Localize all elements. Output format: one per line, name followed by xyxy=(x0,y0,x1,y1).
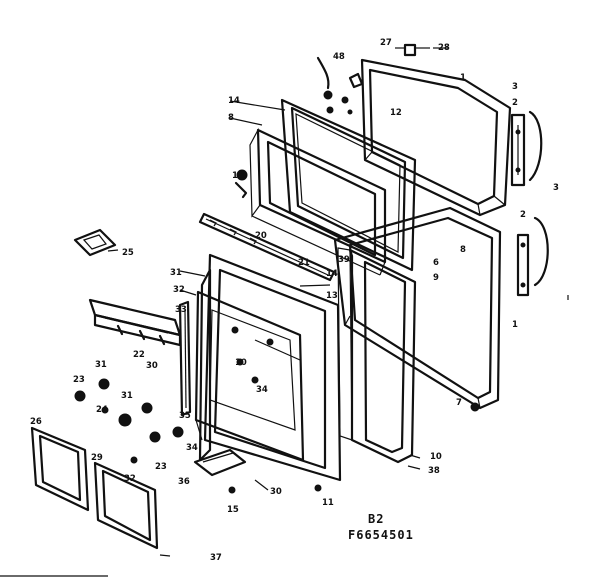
door-rail-strip xyxy=(198,212,336,282)
callout-36: 36 xyxy=(178,477,190,487)
callout-2: 2 xyxy=(512,98,518,108)
fresh-food-door-gasket xyxy=(337,247,417,464)
callout-23: 23 xyxy=(73,375,85,385)
fresh-food-outer-door-panel xyxy=(333,206,502,410)
callout-8: 8 xyxy=(228,113,234,123)
callout-26: 26 xyxy=(30,417,42,427)
butter-compartment-door xyxy=(73,228,117,257)
bottom-gasket-frame-right xyxy=(93,461,159,550)
callout-8: 8 xyxy=(460,245,466,255)
callout-28: 28 xyxy=(438,43,450,53)
callout-33: 33 xyxy=(175,305,187,315)
lower-small-hardware xyxy=(74,376,480,494)
callout-23: 23 xyxy=(155,462,167,472)
leader-lines xyxy=(107,47,448,557)
callout-3: 3 xyxy=(512,82,518,92)
callout-30: 30 xyxy=(146,361,158,371)
callout-14: 14 xyxy=(326,269,338,279)
callout-32: 32 xyxy=(124,474,136,484)
callout-11: 11 xyxy=(322,498,334,508)
section-label: B2 xyxy=(368,512,385,526)
callout-18: 18 xyxy=(232,171,244,181)
lower-hinge-bracket xyxy=(516,216,549,297)
callout-31: 31 xyxy=(170,268,182,278)
callout-15: 15 xyxy=(227,505,239,515)
callout-1: 1 xyxy=(512,320,518,330)
freezer-outer-door-panel xyxy=(360,58,512,217)
callout-24: 24 xyxy=(96,405,108,415)
callout-labels: 27 28 48 1 3 2 14 12 8 18 20 3 2 1 8 9 6… xyxy=(30,38,559,563)
callout-48: 48 xyxy=(333,52,345,62)
callout-10: 10 xyxy=(430,452,442,462)
freezer-door-gasket xyxy=(280,98,417,272)
callout-3: 3 xyxy=(553,183,559,193)
door-cover-piece xyxy=(193,448,247,477)
callout-38: 38 xyxy=(428,466,440,476)
callout-14: 14 xyxy=(228,96,240,106)
upper-small-hardware xyxy=(234,43,430,199)
callout-21: 21 xyxy=(298,258,310,268)
callout-37: 37 xyxy=(210,553,222,563)
bottom-gasket-frame-left xyxy=(30,426,90,512)
callout-31: 31 xyxy=(121,391,133,401)
callout-27: 27 xyxy=(380,38,392,48)
callout-34: 34 xyxy=(256,385,268,395)
callout-12: 12 xyxy=(390,108,402,118)
callout-29: 29 xyxy=(91,453,103,463)
callout-35: 35 xyxy=(179,411,191,421)
callout-39: 39 xyxy=(338,255,350,265)
callout-2: 2 xyxy=(520,210,526,220)
callout-32: 32 xyxy=(173,285,185,295)
freezer-door-liner xyxy=(249,127,387,276)
callout-25: 25 xyxy=(122,248,134,258)
door-shelf xyxy=(88,298,182,347)
callout-13: 13 xyxy=(326,291,338,301)
callout-22: 22 xyxy=(133,350,145,360)
callout-9: 9 xyxy=(433,273,439,283)
callout-1: 1 xyxy=(460,73,466,83)
callout-31: 31 xyxy=(95,360,107,370)
callout-20: 20 xyxy=(255,231,267,241)
upper-hinge-bracket xyxy=(510,110,543,187)
callout-7: 7 xyxy=(456,398,462,408)
fresh-food-door-liner xyxy=(194,253,342,482)
part-number: F6654501 xyxy=(348,528,414,542)
door-vertical-strip xyxy=(178,300,192,417)
callout-34: 34 xyxy=(186,443,198,453)
callout-30: 30 xyxy=(270,487,282,497)
callout-6: 6 xyxy=(433,258,439,268)
callout-10: 10 xyxy=(235,358,247,368)
